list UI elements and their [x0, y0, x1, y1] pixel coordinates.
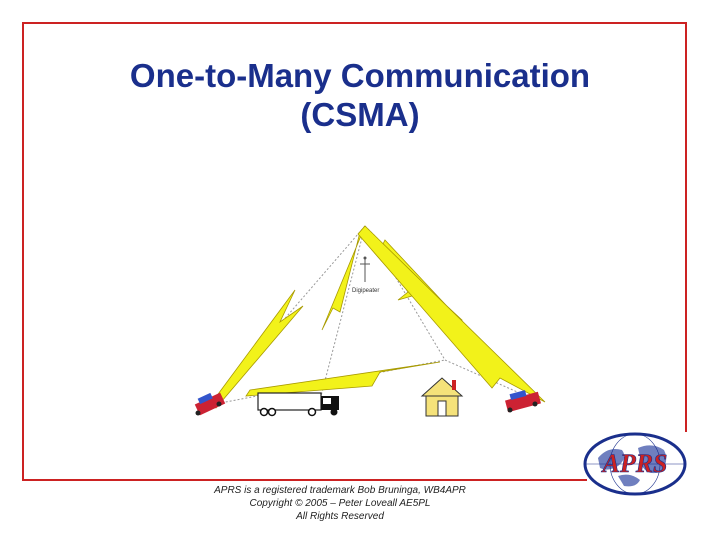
lightning-icon	[321, 225, 366, 331]
aprs-logo-text: APRS	[600, 449, 667, 478]
slide-title-line2: (CSMA)	[300, 96, 420, 133]
slide-frame-bottom	[22, 479, 587, 481]
lightning-icon	[245, 361, 441, 397]
digipeater-label: Digipeater	[352, 288, 379, 294]
footer-copyright: Copyright © 2005 – Peter Loveall AE5PL	[249, 498, 431, 509]
car-icon	[505, 390, 541, 413]
copyright-footer: APRS is a registered trademark Bob Bruni…	[180, 484, 500, 523]
footer-rights: All Rights Reserved	[296, 511, 384, 522]
slide-frame-right	[685, 22, 687, 432]
truck-icon	[257, 392, 339, 417]
slide-title-line1: One-to-Many Communication	[129, 57, 591, 94]
lightning-icon	[357, 225, 546, 403]
car-icon	[194, 392, 226, 416]
footer-trademark: APRS is a registered trademark Bob Bruni…	[214, 485, 466, 496]
slide-frame-left	[22, 22, 24, 480]
lightning-bolts	[209, 225, 546, 409]
digipeater-icon	[360, 256, 370, 282]
slide-title: One-to-Many Communication (CSMA)	[60, 56, 660, 134]
house-icon	[420, 377, 464, 417]
aprs-logo: APRS	[583, 432, 687, 496]
slide-frame-top	[22, 22, 687, 24]
